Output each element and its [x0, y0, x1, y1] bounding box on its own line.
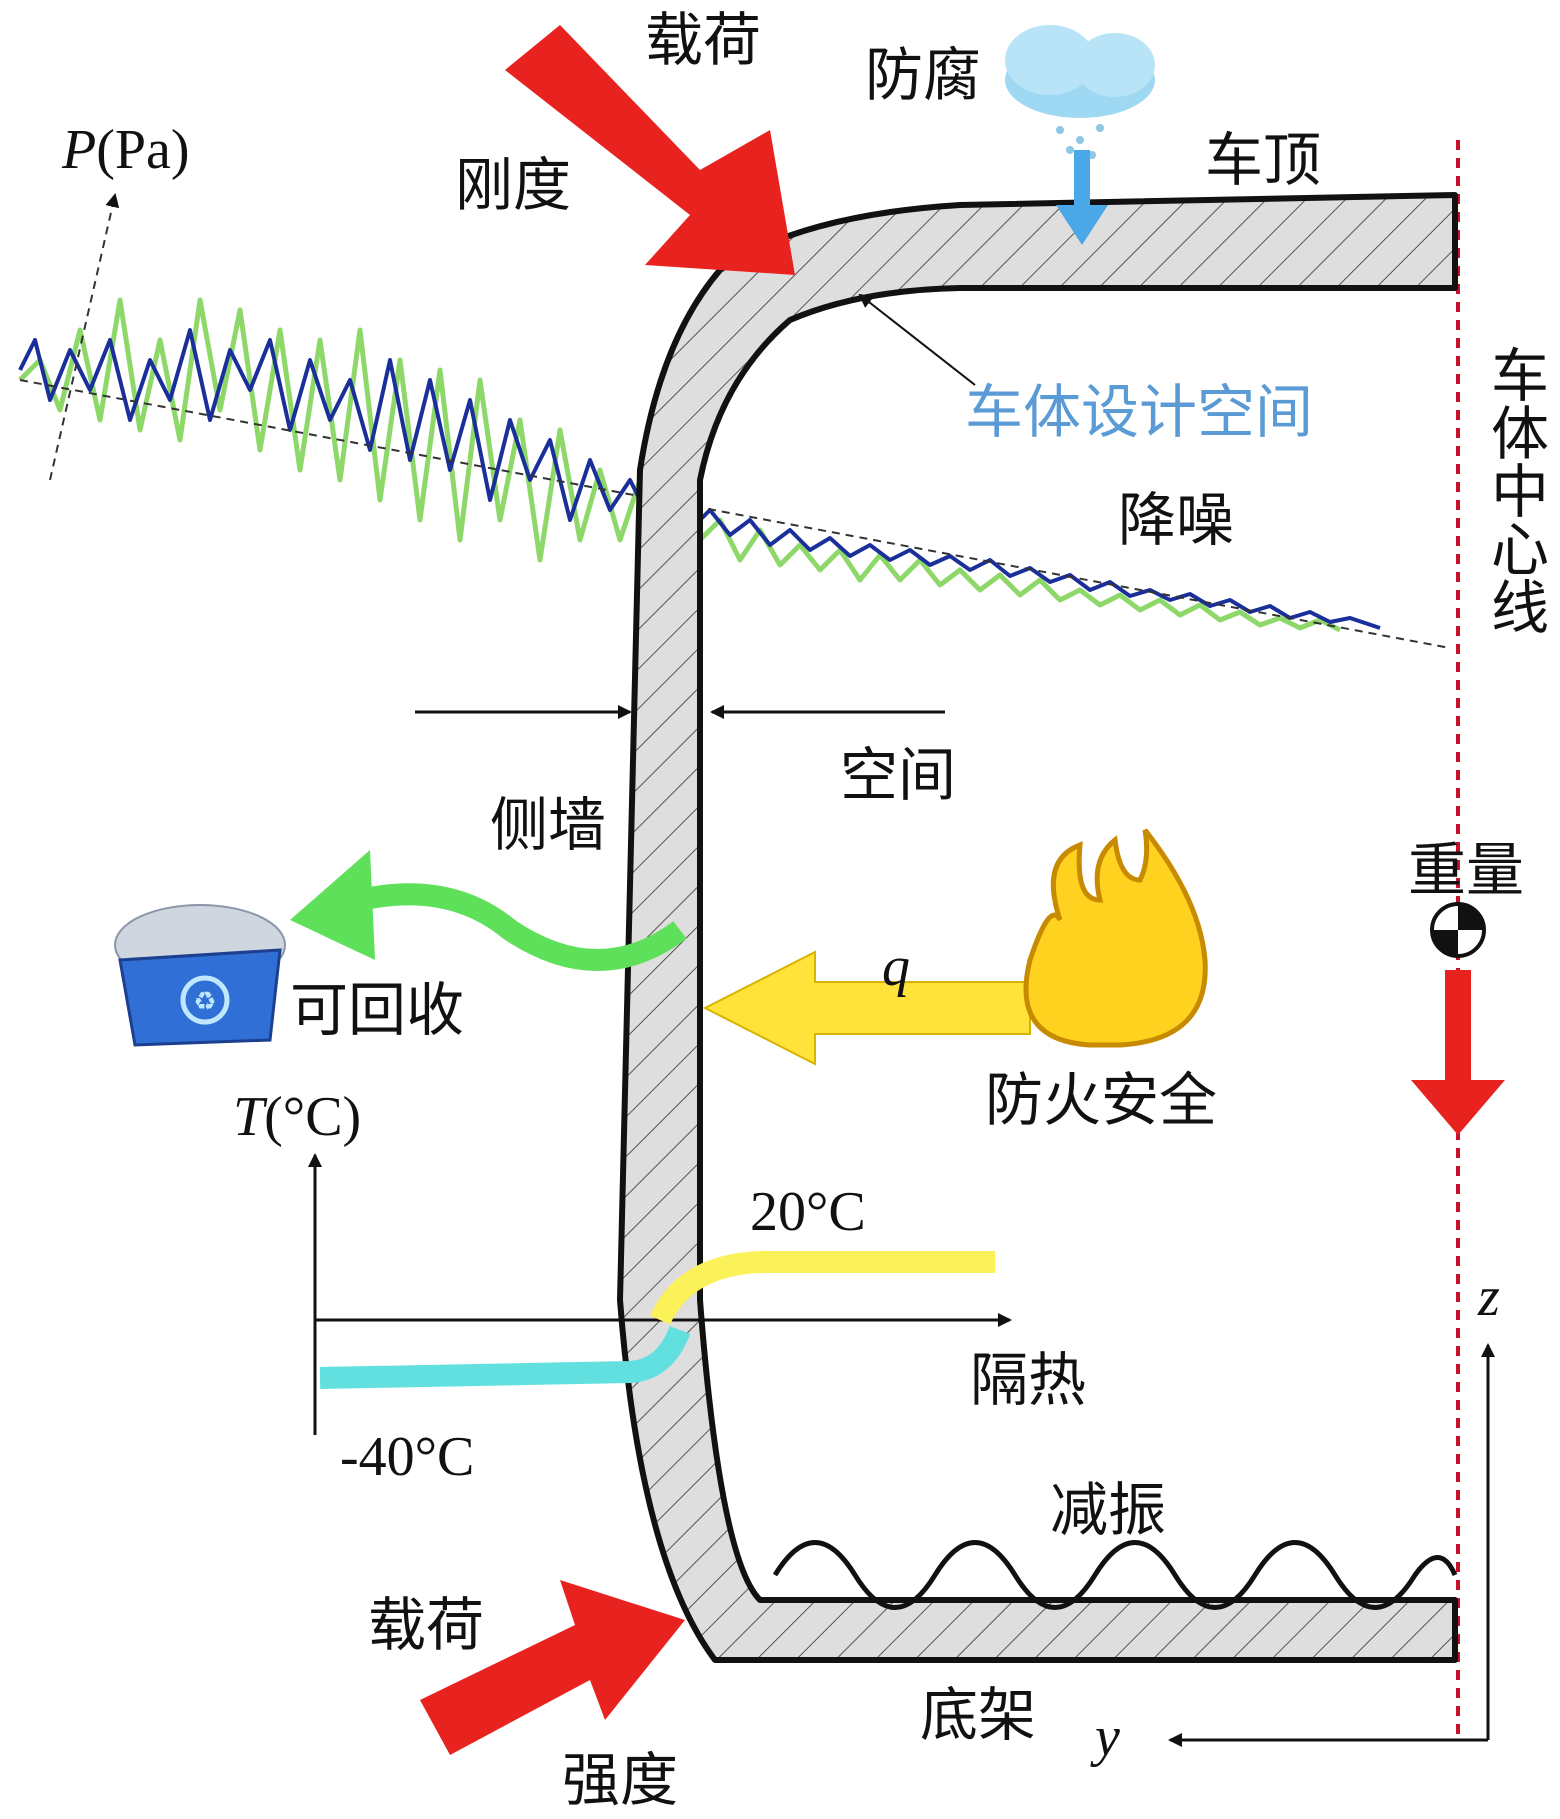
centerline-label: 车体中心线 — [1481, 345, 1549, 635]
noise-reduction-label: 降噪 — [1118, 486, 1234, 554]
pressure-axis-label: P(Pa) — [61, 119, 190, 181]
design-space-label: 车体设计空间 — [965, 378, 1313, 446]
temperature-axis-symbol: T — [233, 1086, 268, 1148]
pressure-axis-symbol: P — [61, 119, 96, 181]
fire-safety-label: 防火安全 — [985, 1066, 1217, 1134]
warm-temperature-band — [649, 1251, 995, 1325]
weight-arrow — [1411, 970, 1505, 1135]
design-space-pointer — [858, 293, 976, 386]
vibration-wave — [772, 1540, 1458, 1610]
weight-label: 重量 — [1408, 836, 1524, 904]
car-body-shell — [617, 192, 1458, 1663]
recyclable-label: 可回收 — [290, 976, 464, 1044]
recycle-bin-icon: ♻ — [114, 904, 286, 1047]
temperature-axis-label: T(°C) — [233, 1086, 361, 1148]
y-axis-label: y — [1090, 1706, 1120, 1768]
roof-label: 车顶 — [1205, 126, 1321, 194]
top-load-arrow — [505, 25, 795, 275]
vibration-damping-label: 减振 — [1050, 1476, 1166, 1544]
recycle-arrow — [357, 883, 687, 971]
anticorrosion-arrow — [1056, 150, 1108, 245]
anticorrosion-label: 防腐 — [865, 41, 981, 109]
temperature-axis-unit: (°C) — [264, 1086, 361, 1148]
underframe-label: 底架 — [920, 1681, 1036, 1749]
strength-label: 强度 — [562, 1746, 678, 1814]
recycle-arrow-head — [290, 850, 375, 960]
load-top-label: 载荷 — [645, 6, 761, 74]
pressure-axis-unit: (Pa) — [96, 119, 189, 181]
temp-low-label: -40°C — [340, 1426, 474, 1488]
noise-trend-line — [19, 379, 1451, 649]
cold-temperature-band — [319, 1325, 691, 1389]
rain-cloud-icon — [1005, 25, 1155, 159]
heat-flux-arrow — [702, 950, 1031, 1066]
heat-flux-label: q — [882, 936, 910, 998]
side-wall-label: 侧墙 — [490, 791, 606, 859]
load-bottom-label: 载荷 — [368, 1591, 484, 1659]
bottom-load-arrow — [420, 1580, 685, 1755]
svg-text:♻: ♻ — [193, 987, 216, 1017]
flame-icon — [1023, 828, 1208, 1048]
temp-high-label: 20°C — [750, 1181, 866, 1243]
insulation-label: 隔热 — [970, 1346, 1086, 1414]
pressure-axis — [49, 193, 120, 481]
z-axis-label: z — [1477, 1266, 1500, 1328]
space-label: 空间 — [840, 741, 956, 809]
stiffness-label: 刚度 — [455, 151, 571, 219]
